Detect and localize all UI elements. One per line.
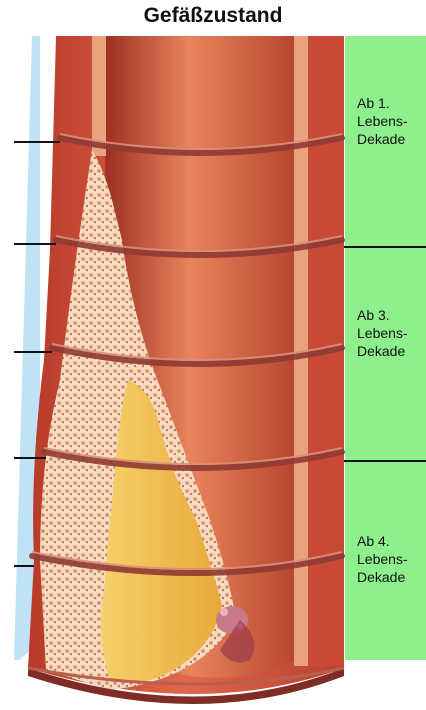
stage-label-1: Ab 1. Lebens- Dekade: [357, 94, 408, 148]
stage-label-2: Ab 3. Lebens- Dekade: [357, 306, 408, 360]
stage-label-3: Ab 4. Lebens- Dekade: [357, 532, 408, 586]
separator-tick-left: [14, 243, 56, 245]
separator-line-right: [344, 246, 426, 248]
separator-tick-left: [14, 565, 34, 567]
separator-tick-left: [14, 141, 60, 143]
separator-tick-left: [14, 457, 46, 459]
separator-line-right: [344, 460, 426, 462]
separator-tick-left: [14, 351, 52, 353]
